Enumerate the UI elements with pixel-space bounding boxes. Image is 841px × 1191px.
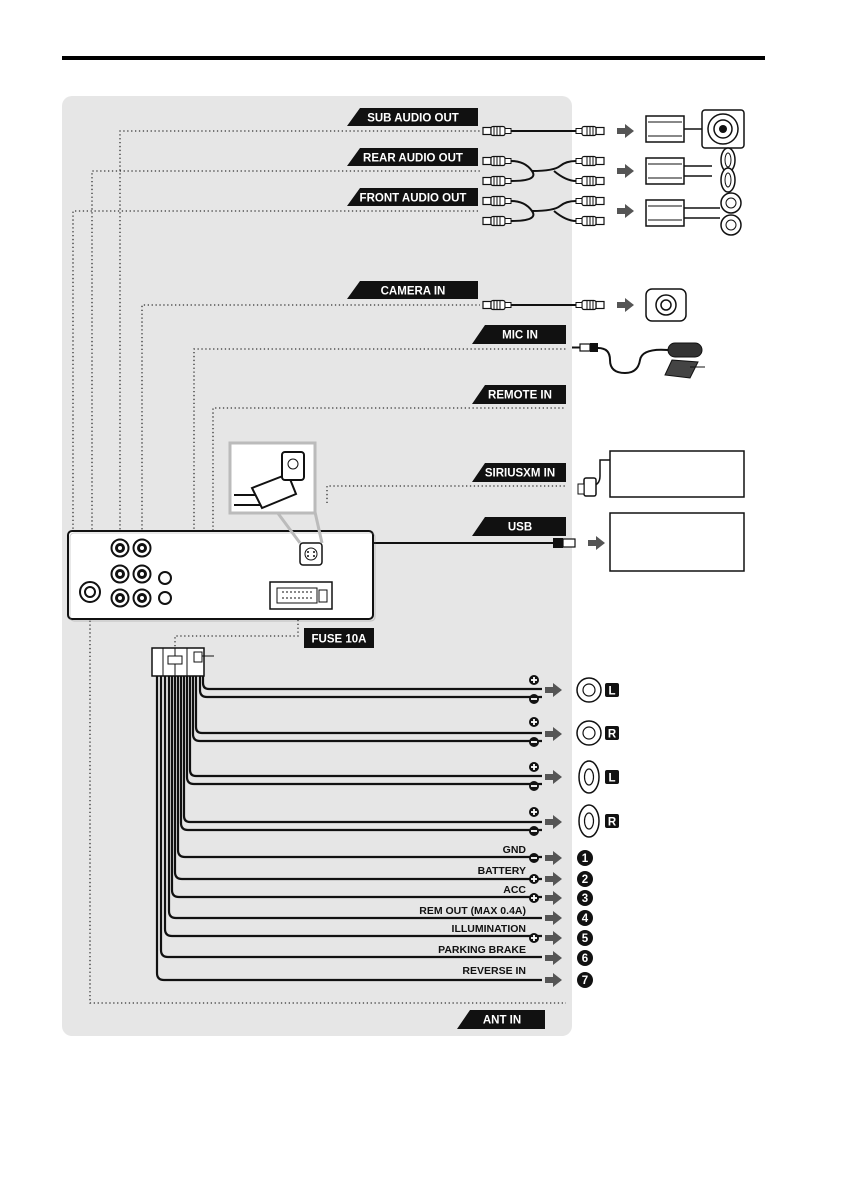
number-1: 1: [582, 853, 589, 865]
sub-audio-out-text: SUB AUDIO OUT: [367, 113, 459, 125]
reverse-in-label: REVERSE IN: [462, 965, 526, 977]
channel-r-text: R: [608, 729, 617, 741]
numbered-markers: 1 2 3 4 5 6 7: [577, 850, 593, 988]
label-sub-audio-out: SUB AUDIO OUT: [347, 108, 478, 126]
label-siriusxm-in: SIRIUSXM IN: [472, 463, 566, 482]
plus-icon: [529, 717, 539, 727]
battery-label: BATTERY: [478, 865, 526, 877]
minus-icon: [529, 781, 539, 791]
plus-icon: [529, 874, 539, 884]
microphone-icon: [572, 343, 705, 378]
rear-out-r-jack-icon: [134, 566, 151, 583]
camera-in-jack-icon: [134, 540, 151, 557]
plus-icon: [529, 675, 539, 685]
remote-in-text: REMOTE IN: [488, 390, 552, 402]
number-2: 2: [582, 874, 588, 886]
number-4: 4: [582, 913, 589, 925]
speaker-rear-left-icon: L: [579, 761, 619, 793]
subwoofer-amp-icon: [646, 110, 744, 148]
plus-icon: [529, 893, 539, 903]
rear-amp-icon: [646, 148, 735, 192]
remote-jack-icon: [159, 592, 171, 604]
fuse-text: FUSE 10A: [312, 634, 367, 646]
siriusxm-in-text: SIRIUSXM IN: [485, 468, 555, 480]
minus-icon: [529, 853, 539, 863]
front-out-l-jack-icon: [112, 590, 129, 607]
camera-icon: [646, 289, 686, 321]
sub-out-jack-icon: [112, 540, 129, 557]
speaker-rear-right-icon: R: [579, 805, 619, 837]
camera-in-text: CAMERA IN: [381, 286, 446, 298]
label-ant-in: ANT IN: [457, 1010, 545, 1029]
number-3: 3: [582, 893, 588, 905]
number-6: 6: [582, 953, 588, 965]
gnd-label: GND: [503, 844, 527, 856]
minus-icon: [529, 694, 539, 704]
front-out-r-jack-icon: [134, 590, 151, 607]
siriusxm-tuner-icon: [578, 451, 744, 497]
mic-jack-icon: [159, 572, 171, 584]
label-camera-in: CAMERA IN: [347, 281, 478, 299]
rear-out-l-jack-icon: [112, 566, 129, 583]
illumination-label: ILLUMINATION: [452, 923, 526, 935]
plus-icon: [529, 933, 539, 943]
mic-in-text: MIC IN: [502, 330, 538, 342]
ant-in-text: ANT IN: [483, 1015, 521, 1027]
label-front-audio-out: FRONT AUDIO OUT: [347, 188, 478, 206]
channel-l-text: L: [608, 773, 615, 785]
parking-brake-label: PARKING BRAKE: [438, 944, 526, 956]
rear-audio-out-text: REAR AUDIO OUT: [363, 153, 463, 165]
number-7: 7: [582, 975, 588, 987]
plus-icon: [529, 807, 539, 817]
usb-text: USB: [508, 522, 532, 534]
label-usb: USB: [472, 517, 566, 536]
minus-icon: [529, 737, 539, 747]
acc-label: ACC: [503, 884, 526, 896]
channel-r-text: R: [608, 817, 617, 829]
title-rule: [62, 56, 765, 60]
number-5: 5: [582, 933, 589, 945]
channel-l-text: L: [608, 686, 615, 698]
label-remote-in: REMOTE IN: [472, 385, 566, 404]
minus-icon: [529, 826, 539, 836]
speaker-front-left-icon: L: [577, 678, 619, 702]
rem-out-label: REM OUT (MAX 0.4A): [419, 905, 526, 917]
label-rear-audio-out: REAR AUDIO OUT: [347, 148, 478, 166]
label-mic-in: MIC IN: [472, 325, 566, 344]
plus-icon: [529, 762, 539, 772]
front-amp-icon: [646, 193, 741, 235]
front-audio-out-text: FRONT AUDIO OUT: [360, 193, 467, 205]
harness-connector: [152, 648, 214, 676]
label-fuse: FUSE 10A: [304, 628, 374, 648]
speaker-front-right-icon: R: [577, 721, 619, 745]
